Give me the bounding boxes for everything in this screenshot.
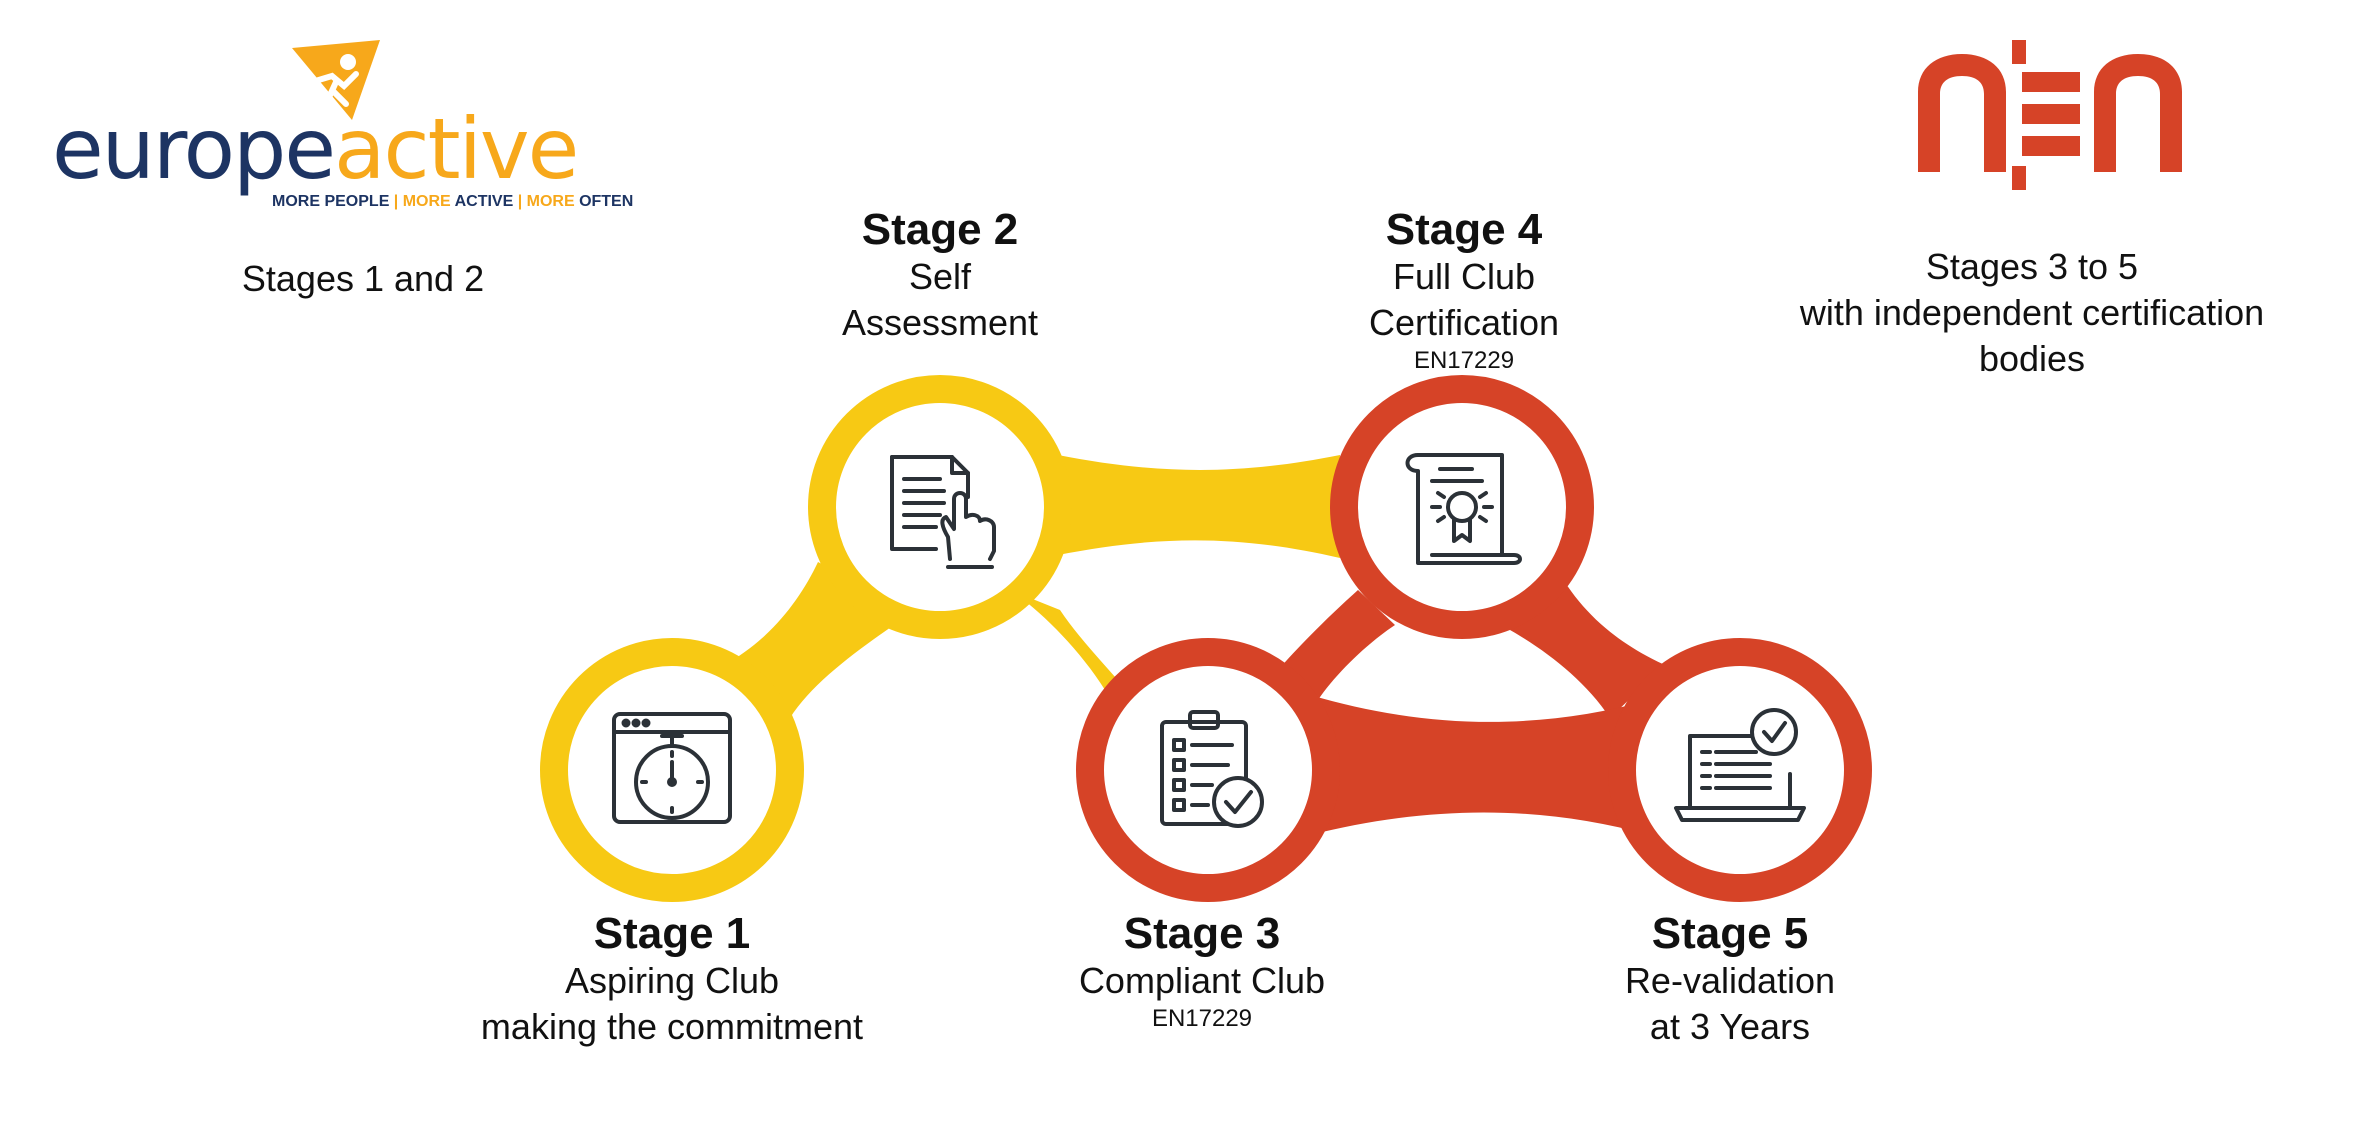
stage-2-line-1: Self (908, 256, 972, 297)
stage-1-title: Stage 1 (593, 909, 751, 958)
connector-stage2-stage4 (1058, 455, 1340, 558)
europeactive-tagline: MORE PEOPLE | MORE ACTIVE | MORE OFTEN (272, 193, 633, 210)
stage-4-label: Stage 4 Full Club Certification EN17229 (1369, 206, 1559, 376)
stage-2-title: Stage 2 (861, 205, 1019, 254)
stage-4-standard: EN17229 (1413, 347, 1515, 374)
stage-2-ring (808, 375, 1072, 639)
europeactive-note: Stages 1 and 2 (241, 258, 485, 299)
stage-5-line-1: Re-validation (1624, 960, 1836, 1001)
nen-note-line-1: Stages 3 to 5 (1925, 246, 2139, 287)
stage-rings (540, 375, 1872, 902)
stage-4-line-2: Certification (1368, 302, 1560, 343)
nen-note-line-3: bodies (1978, 338, 2086, 379)
stage-3-ring (1076, 638, 1340, 902)
stage-3-title: Stage 3 (1123, 909, 1281, 958)
certificate-icon (1405, 453, 1522, 565)
stage-4-title: Stage 4 (1385, 205, 1543, 254)
stage-5-line-2: at 3 Years (1649, 1006, 1811, 1047)
nen-note-line-2: with independent certification (1799, 292, 2265, 333)
connector-stage4-stage3 (1278, 590, 1395, 700)
stage-1-line-1: Aspiring Club (564, 960, 780, 1001)
stage-3-standard: EN17229 (1151, 1005, 1253, 1032)
connector-stage3-stage5 (1310, 695, 1650, 835)
stage-5-title: Stage 5 (1651, 909, 1809, 958)
clipboard-check-icon (1160, 710, 1264, 828)
document-pointer-icon (890, 455, 996, 569)
europeactive-logo: europeactive MORE PEOPLE | MORE ACTIVE |… (52, 40, 633, 210)
stopwatch-browser-icon (612, 712, 732, 824)
stage-4-ring (1330, 375, 1594, 639)
nen-logo (1918, 40, 2182, 190)
connectors (724, 455, 1665, 835)
stage-3-line-1: Compliant Club (1078, 960, 1326, 1001)
stage-5-ring (1608, 638, 1872, 902)
stage-4-line-1: Full Club (1392, 256, 1536, 297)
europeactive-wordmark: europeactive (52, 100, 577, 198)
stage-1-line-2: making the commitment (480, 1006, 864, 1047)
nen-note: Stages 3 to 5 with independent certifica… (1800, 244, 2264, 382)
connector-stage2-stage3 (1010, 590, 1135, 700)
stage-2-label: Stage 2 Self Assessment (842, 206, 1038, 346)
stage-1-label: Stage 1 Aspiring Club making the commitm… (481, 910, 863, 1050)
runner-badge-icon (292, 40, 380, 120)
laptop-check-icon (1674, 708, 1806, 822)
stage-2-line-2: Assessment (841, 302, 1039, 343)
stage-3-label: Stage 3 Compliant Club EN17229 (1079, 910, 1325, 1034)
stage-5-label: Stage 5 Re-validation at 3 Years (1625, 910, 1835, 1050)
